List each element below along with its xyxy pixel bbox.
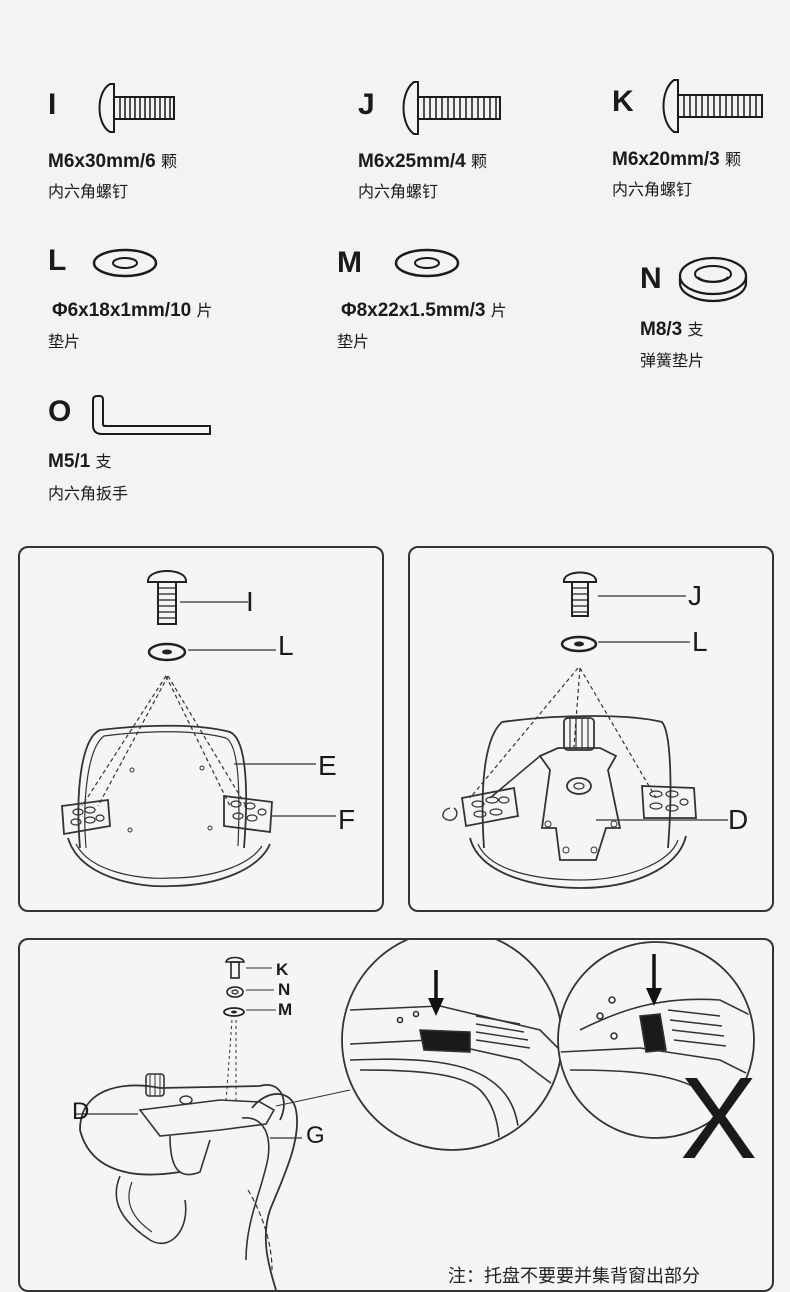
part-letter: N [640,262,662,295]
part-spec: M8/3 支 [640,319,704,340]
washer-icon [92,248,158,278]
part-spec: Φ6x18x1mm/10 片 [52,300,213,321]
part-name: 垫片 [337,334,370,351]
callout-D: D [728,804,749,835]
part-name: 弹簧垫片 [640,353,705,370]
spring-washer-icon [678,256,748,303]
part-spec: M6x25mm/4 颗 [358,151,488,172]
step1-panel: I L E F [18,546,384,912]
callout-L: L [278,630,294,661]
part-letter: L [48,244,67,277]
part-spec: Φ8x22x1.5mm/3 片 [341,300,507,321]
part-name: 内六角螺钉 [612,182,693,199]
bolt-icon [402,81,501,135]
part-letter: M [337,246,362,279]
part-letter: J [358,88,375,121]
bolt-icon [98,83,175,133]
callout-G: G [306,1122,325,1149]
part-spec: M5/1 支 [48,451,112,472]
part-letter: K [612,85,634,118]
part-letter: I [48,88,57,121]
callout-M: M [278,1000,293,1019]
part-name: 垫片 [48,334,81,351]
allen-key-icon [92,395,211,435]
callout-N: N [278,980,291,999]
part-spec: M6x30mm/6 颗 [48,151,178,172]
part-name: 内六角螺钉 [358,184,439,201]
step1-diagram [61,570,336,888]
callout-K: K [276,960,289,979]
callout-L: L [692,626,708,657]
callout-E: E [318,750,337,781]
step3-panel: K N M D G X 注：托盘不要要并集背窗出部分 [18,938,774,1292]
washer-icon [394,248,460,278]
bolt-icon [662,79,763,133]
part-name: 内六角扳手 [48,486,129,503]
part-letter: O [48,395,72,428]
part-name: 内六角螺钉 [48,184,129,201]
callout-F: F [338,804,356,835]
callout-D: D [72,1098,90,1125]
step2-panel: J L D [408,546,774,912]
step3-diagram [74,940,755,1290]
part-spec: M6x20mm/3 颗 [612,149,742,170]
wrong-mark: X [680,1053,758,1183]
callout-I: I [246,586,254,617]
step3-note: 注：托盘不要要并集背窗出部分 [448,1266,700,1286]
callout-J: J [688,580,702,611]
step2-diagram [442,571,728,889]
